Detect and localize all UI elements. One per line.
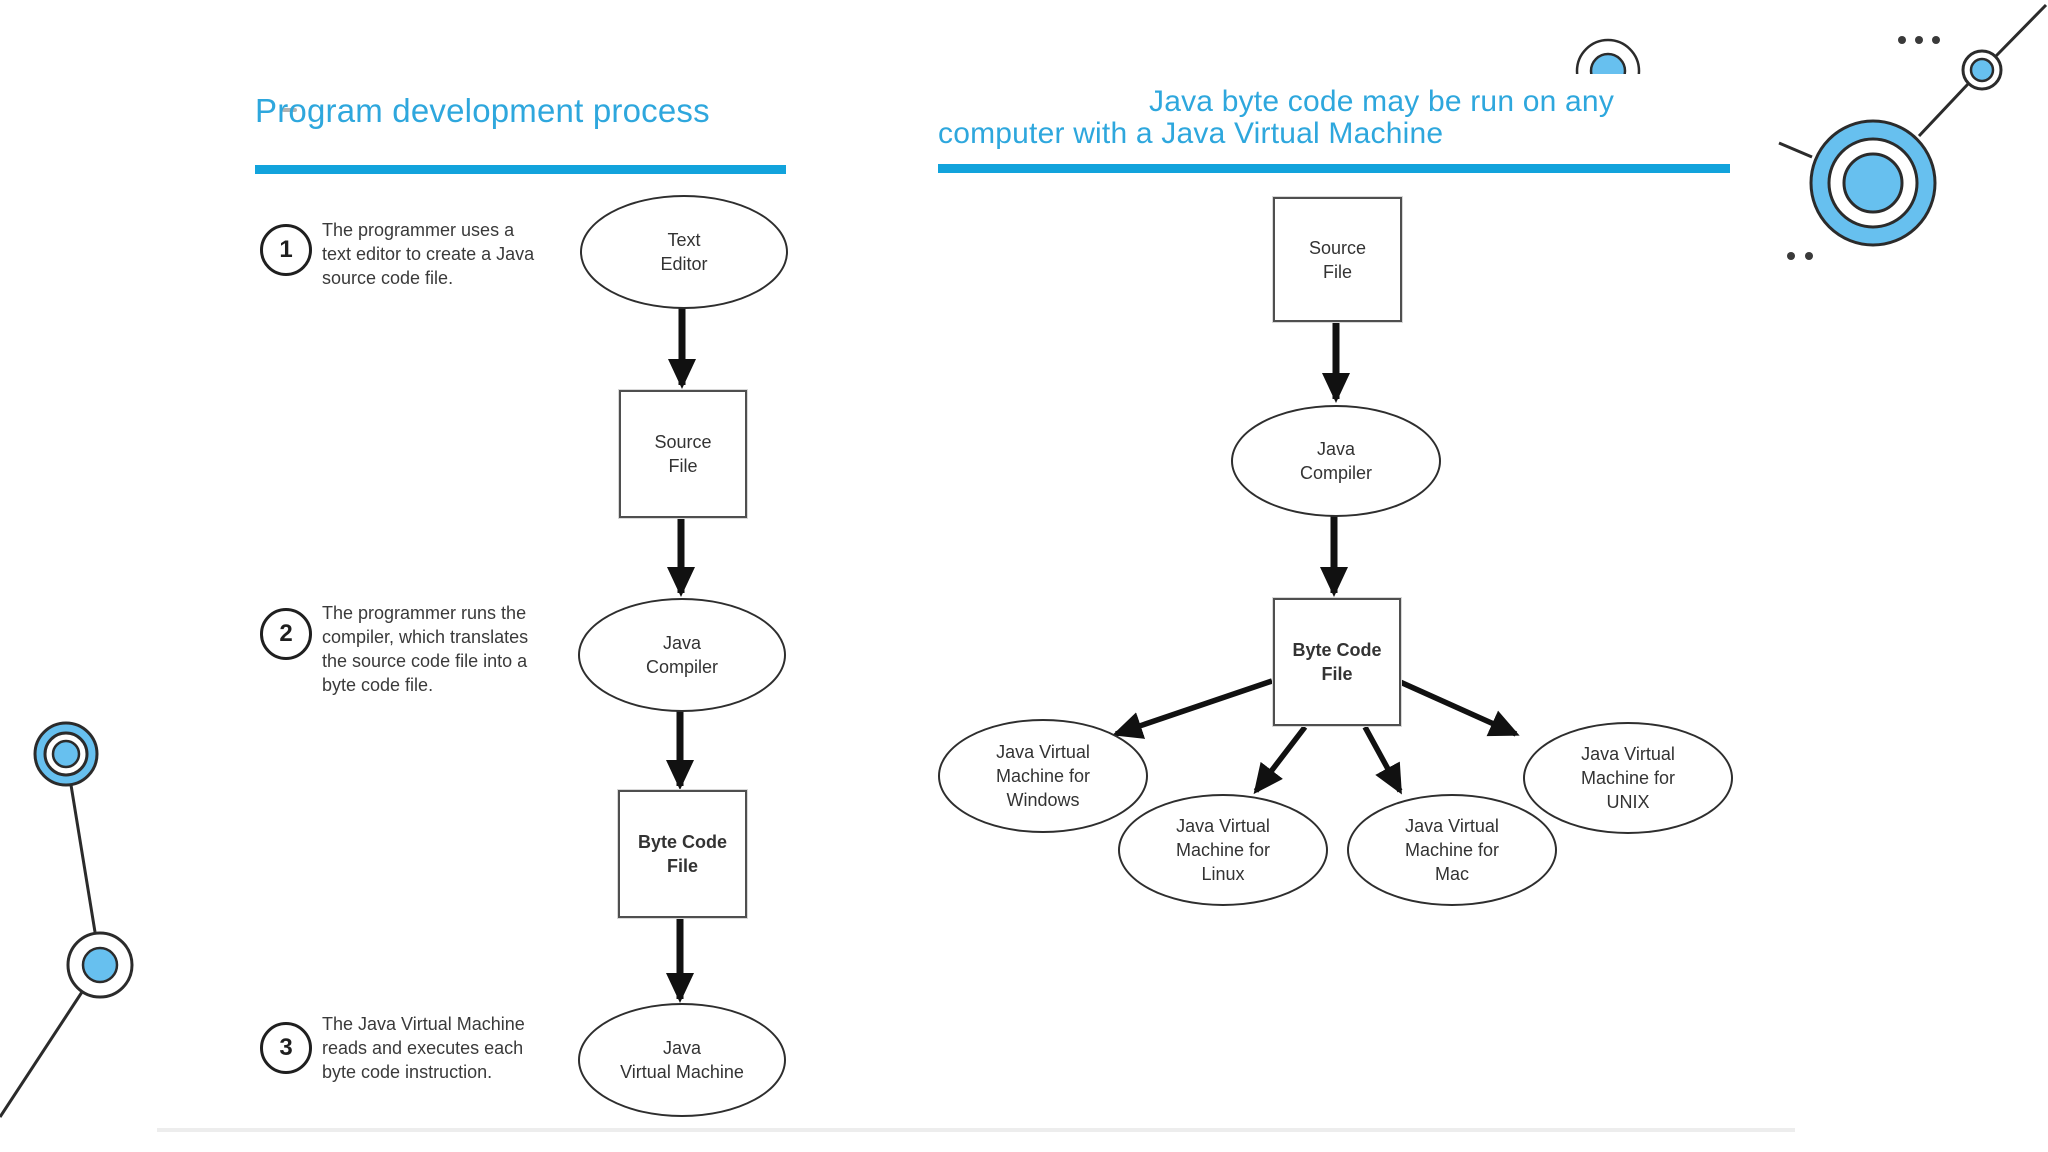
decor-dot [1915,36,1923,44]
arrow-bytecode-to-jvm-unix [1396,678,1520,737]
decor-dot [1932,36,1940,44]
right-section-title-line1: Java byte code may be run on any [1149,85,1615,118]
node-jvm-linux: Java Virtual Machine for Linux [1118,794,1328,906]
smudge-mark [282,108,297,112]
node-text-editor: Text Editor [580,195,788,309]
arrow-bytecode-to-jvm-linux [1253,725,1308,795]
decor-bl-line-upper [69,784,97,933]
bottom-divider [157,1128,1795,1132]
decor-clip-mask [1563,74,1655,106]
left-title-underline [255,165,786,174]
decor-target-center-circle [1842,152,1904,214]
decor-line-left-of-target [1778,141,1813,159]
step-3-text: The Java Virtual Machine reads and execu… [322,1014,525,1082]
node-java-compiler-right: Java Compiler [1231,405,1441,517]
decor-line-target-to-ring [1917,82,1970,138]
node-jvm-windows: Java Virtual Machine for Windows [938,719,1148,833]
decor-dot [1787,252,1795,260]
node-byte-code-file-left: Byte Code File [618,790,747,918]
decor-line-ring-to-corner [1994,3,2048,58]
node-byte-code-file-right: Byte Code File [1273,598,1401,726]
decor-bl-line-lower [0,991,84,1118]
decor-small-ring-center [1969,57,1995,83]
right-title-underline [938,164,1730,173]
arrow-bytecode-to-jvm-windows [1112,678,1273,739]
left-section-title: Program development process [255,92,710,129]
arrow-bytecode-to-jvm-mac [1362,725,1403,795]
decor-dot [1805,252,1813,260]
node-jvm-unix: Java Virtual Machine for UNIX [1523,722,1733,834]
step-1-text: The programmer uses a text editor to cre… [322,220,535,288]
decor-bl-ring-center [81,946,119,984]
decor-bl-target-center [51,739,81,769]
node-java-virtual-machine: Java Virtual Machine [578,1003,786,1117]
node-java-compiler-left: Java Compiler [578,598,786,712]
step-1-number: 1 [260,224,312,276]
step-3-number: 3 [260,1022,312,1074]
node-source-file-left: Source File [619,390,747,518]
step-2-number: 2 [260,608,312,660]
step-2-text: The programmer runs the compiler, which … [322,603,529,695]
right-section-title-line2: computer with a Java Virtual Machine [938,117,1444,150]
decor-dot [1898,36,1906,44]
node-source-file-right: Source File [1273,197,1402,322]
node-jvm-mac: Java Virtual Machine for Mac [1347,794,1557,906]
